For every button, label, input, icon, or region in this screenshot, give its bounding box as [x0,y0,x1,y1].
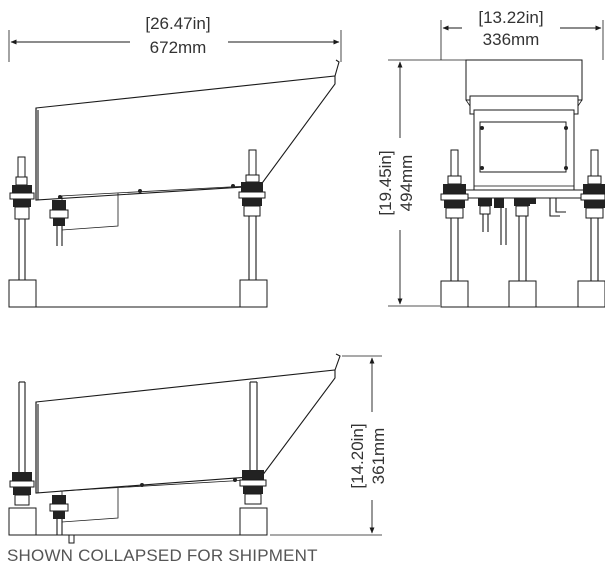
front-width-dimension: [13.22in] 336mm [440,8,604,60]
collapsed-caption: SHOWN COLLAPSED FOR SHIPMENT [7,546,318,565]
side-view-extended: [26.47in] 672mm [8,14,342,308]
front-base-plate [461,189,589,245]
collapsed-hopper-body [35,353,341,523]
side-hopper-body [35,59,340,231]
height-mm-label: 494mm [397,155,416,212]
front-right-post [577,149,605,308]
front-center-post [508,216,537,308]
front-view: [13.22in] 336mm [19.45in] 494mm [376,8,605,308]
collapsed-left-post [8,381,37,536]
collapsed-left-clamp [49,495,75,544]
side-left-post [8,156,37,308]
collapsed-height-mm-label: 361mm [369,428,388,485]
side-view-collapsed: [14.20in] 361mm [8,353,388,544]
front-width-mm-label: 336mm [483,30,540,49]
height-in-label: [19.45in] [376,150,395,215]
side-length-mm-label: 672mm [150,38,207,57]
collapsed-height-dimension: [14.20in] 361mm [270,355,388,536]
front-width-in-label: [13.22in] [478,8,543,27]
front-height-dimension: [19.45in] 494mm [376,59,470,307]
collapsed-height-in-label: [14.20in] [348,423,367,488]
front-hopper-box [465,59,583,191]
side-width-dimension: [26.47in] 672mm [8,14,342,62]
side-left-clamp [49,200,69,246]
side-length-in-label: [26.47in] [145,14,210,33]
front-left-post [440,149,469,308]
collapsed-right-post [239,381,268,536]
